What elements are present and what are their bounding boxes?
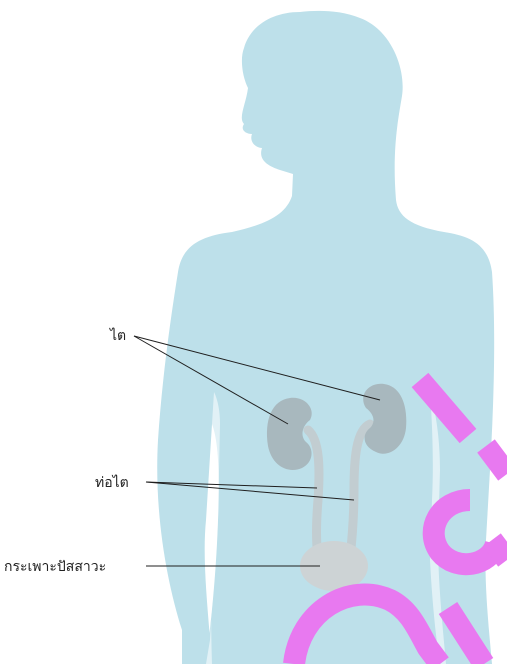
ureter-label: ท่อไต <box>95 474 129 491</box>
kidney-label: ไต <box>109 327 126 344</box>
bladder-label: กระเพาะปัสสาวะ <box>4 559 106 575</box>
watermark-stroke-3 <box>492 540 507 560</box>
